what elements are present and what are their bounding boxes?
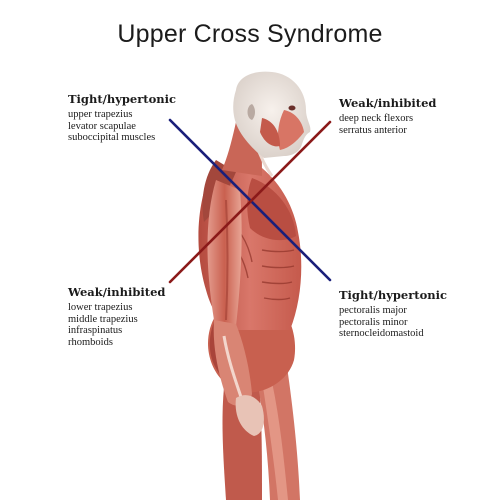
bottom-left-label: Weak/inhibited lower trapezius middle tr… xyxy=(68,285,165,348)
list-item: middle trapezius xyxy=(68,313,138,325)
list-item: rhomboids xyxy=(68,336,113,348)
bottom-right-label: Tight/hypertonic pectoralis major pector… xyxy=(339,288,447,340)
bottom-right-heading: Tight/hypertonic xyxy=(339,288,448,302)
eye xyxy=(288,105,296,111)
list-item: sternocleidomastoid xyxy=(339,328,424,340)
top-left-heading: Tight/hypertonic xyxy=(68,92,177,106)
hand xyxy=(235,395,264,436)
top-right-list: deep neck flexors serratus anterior xyxy=(339,113,436,136)
thigh-highlight xyxy=(262,380,288,500)
list-item: suboccipital muscles xyxy=(68,132,156,144)
bottom-left-list: lower trapezius middle trapezius infrasp… xyxy=(68,302,165,348)
jaw-muscle xyxy=(260,118,280,147)
list-item: lower trapezius xyxy=(68,302,133,313)
list-item: deep neck flexors xyxy=(339,113,414,124)
list-item: levator scapulae xyxy=(68,120,136,132)
list-item: infraspinatus xyxy=(68,325,123,337)
list-item: pectoralis major xyxy=(339,305,407,316)
ear xyxy=(247,104,255,120)
bottom-left-heading: Weak/inhibited xyxy=(68,285,166,299)
forearm-tendons xyxy=(222,335,244,401)
biceps-line xyxy=(225,199,229,321)
top-right-heading: Weak/inhibited xyxy=(339,96,437,110)
face-muscles xyxy=(277,110,304,150)
tight-cross-line xyxy=(168,118,332,282)
top-left-list: upper trapezius levator scapulae subocci… xyxy=(68,109,176,144)
weak-cross-line xyxy=(168,120,332,284)
list-item: serratus anterior xyxy=(339,124,407,136)
list-item: pectoralis minor xyxy=(339,316,408,328)
top-right-label: Weak/inhibited deep neck flexors serratu… xyxy=(339,96,436,136)
page-title: Upper Cross Syndrome xyxy=(117,20,383,48)
top-left-label: Tight/hypertonic upper trapezius levator… xyxy=(68,92,176,144)
list-item: upper trapezius xyxy=(68,109,133,120)
bottom-right-list: pectoralis major pectoralis minor sterno… xyxy=(339,305,447,340)
abdominal-muscles xyxy=(233,229,295,301)
upper-arm xyxy=(207,180,242,331)
forearm xyxy=(213,320,252,406)
